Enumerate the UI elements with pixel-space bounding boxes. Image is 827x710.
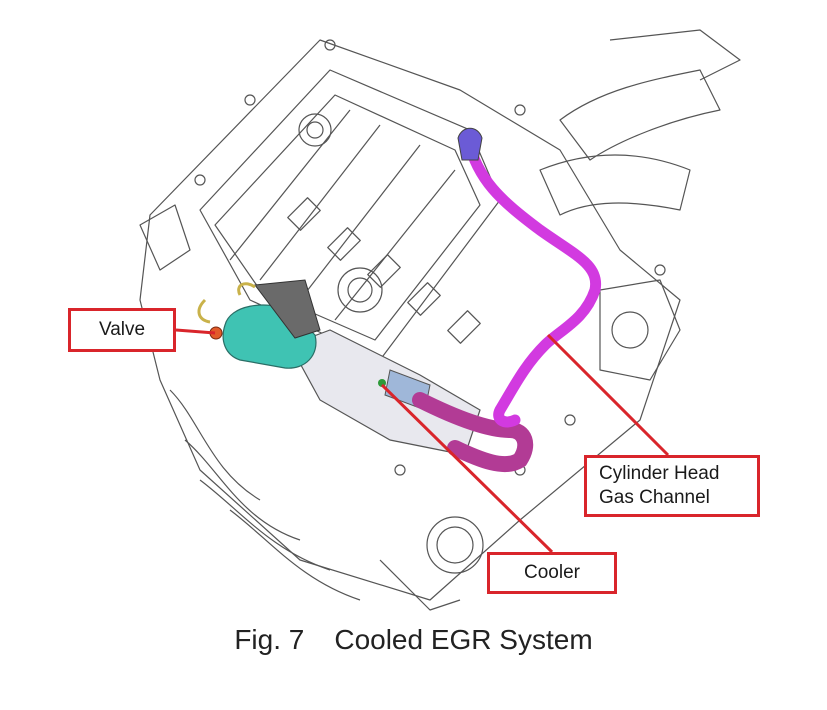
- cooler-callout: Cooler: [487, 552, 617, 594]
- valve-callout: Valve: [68, 308, 176, 352]
- cylinder-head-label-line1: Cylinder Head: [599, 463, 720, 485]
- engine-line-art: [139, 29, 741, 611]
- caption-number: Fig. 7: [234, 624, 305, 655]
- gas-channel-flange: [457, 127, 483, 161]
- cooler-leader-line: [380, 383, 554, 554]
- cooler-label: Cooler: [524, 562, 580, 584]
- cylinder-head-label-line2: Gas Channel: [599, 487, 710, 508]
- cylinder-head-gas-channel-callout: Cylinder Head Gas Channel: [584, 455, 760, 517]
- cylinder-head-leader-line: [546, 333, 670, 457]
- egr-valve: [197, 279, 321, 369]
- cylinder-head-gas-channel: [462, 134, 602, 428]
- leader-lines: [175, 328, 670, 554]
- valve-leader-line: [175, 328, 216, 335]
- valve-label: Valve: [98, 319, 146, 341]
- caption-title: Cooled EGR System: [334, 624, 593, 655]
- egr-cooler: [289, 329, 481, 456]
- cooler-outlet-pipe: [412, 392, 534, 472]
- figure-caption: Fig. 7 Cooled EGR System: [0, 624, 827, 656]
